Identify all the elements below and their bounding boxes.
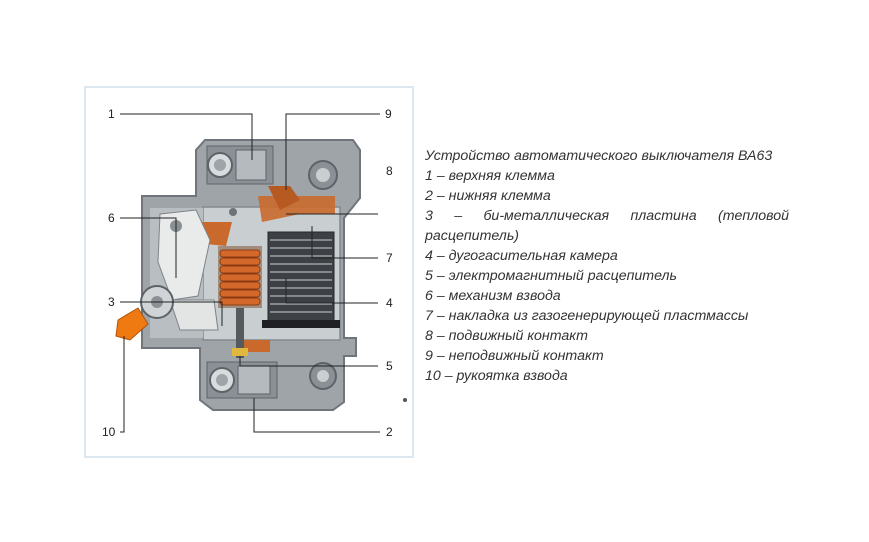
bullet-dot [403,398,407,402]
handle [115,307,149,341]
caption-item-4: 4 – дугогасительная камера [425,248,618,264]
caption-item-7: 7 – накладка из газогенерирующей пластма… [425,308,749,324]
caption-item-10: 10 – рукоятка взвода [425,368,568,384]
callout-2: 2 [386,425,393,439]
caption-item-2: 2 – нижняя клемма [425,188,551,204]
callout-5: 5 [386,359,393,373]
callout-1: 1 [108,107,115,121]
electromagnetic-coil [218,246,262,358]
leader-lines [120,113,380,433]
caption-item-6: 6 – механизм взвода [425,288,561,304]
caption-item-9: 9 – неподвижный контакт [425,348,604,364]
caption-item-3-cont: расцепитель) [425,228,519,244]
caption: Устройство автоматического выключателя В… [425,146,789,386]
caption-title: Устройство автоматического выключателя В… [425,148,773,164]
caption-item-1: 1 – верхняя клемма [425,168,555,184]
callout-3: 3 [108,295,115,309]
callout-8: 8 [386,164,393,178]
callout-4: 4 [386,296,393,310]
callout-6: 6 [108,211,115,225]
lower-terminal [206,361,337,399]
callout-10: 10 [102,425,116,439]
caption-item-8: 8 – подвижный контакт [425,328,588,344]
caption-item-3: 3 – би-металлическая пластина (тепловой [425,208,789,224]
upper-terminal [206,145,338,190]
callout-7: 7 [386,251,393,265]
callout-9: 9 [385,107,392,121]
caption-item-5: 5 – электромагнитный расцепитель [425,268,678,284]
arc-chute [262,231,340,328]
